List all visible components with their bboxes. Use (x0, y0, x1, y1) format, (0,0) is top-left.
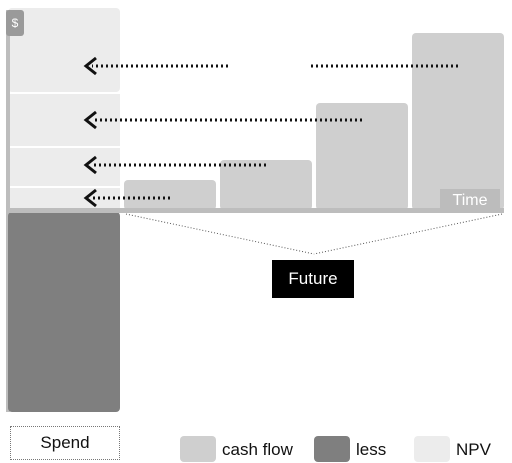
legend-swatch-cash-flow (180, 436, 216, 462)
discount-arrows (92, 64, 458, 200)
npv-segment-1 (8, 8, 120, 92)
cash-flow-bar-2 (220, 160, 312, 210)
arrow-head-2 (83, 155, 97, 175)
spend-bar (8, 212, 120, 412)
x-axis (6, 208, 504, 213)
legend-label-less: less (356, 440, 387, 459)
bracket-left (125, 213, 315, 255)
future-bracket (125, 213, 503, 255)
npv-stack (8, 8, 120, 210)
cash-flow-bars (124, 33, 504, 210)
arrow-heads (83, 56, 97, 208)
cash-flow-bar-1 (124, 180, 216, 210)
arrow-head-4 (83, 56, 97, 76)
cash-flow-bar-4 (412, 33, 504, 210)
spend-label: Spend (10, 426, 120, 460)
arrow-head-1 (83, 188, 97, 208)
legend-label-npv: NPV (456, 440, 491, 459)
npv-segment-3 (8, 148, 120, 186)
dollar-axis-label: $ (6, 10, 24, 36)
legend-swatch-less (314, 436, 350, 462)
npv-segment-2 (8, 94, 120, 146)
arrow-head-3 (83, 110, 97, 130)
cash-flow-bar-3 (316, 103, 408, 210)
legend-swatch-npv (414, 436, 450, 462)
bracket-right (313, 213, 503, 255)
legend-label-cash-flow: cash flow (222, 440, 293, 459)
future-label: Future (272, 260, 354, 298)
time-axis-label: Time (440, 189, 500, 213)
